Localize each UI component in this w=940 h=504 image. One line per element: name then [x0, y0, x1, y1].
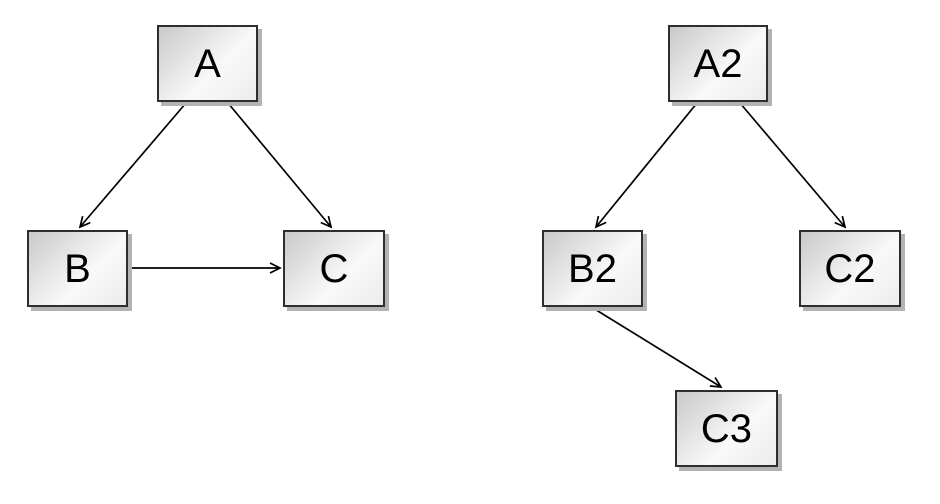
node-label: A2	[693, 41, 743, 86]
node-A2[interactable]: A2	[668, 25, 768, 102]
node-A[interactable]: A	[157, 25, 258, 102]
node-C2[interactable]: C2	[799, 230, 901, 307]
node-label: B	[64, 246, 91, 291]
edge-A-B[interactable]	[78, 102, 187, 229]
node-label: C2	[824, 246, 876, 291]
edge-A-C[interactable]	[227, 102, 333, 229]
node-label: A	[194, 41, 221, 86]
edge-B2-C3[interactable]	[592, 307, 723, 388]
edge-A2-B2[interactable]	[594, 102, 698, 229]
node-C3[interactable]: C3	[675, 390, 778, 467]
node-label: B2	[568, 246, 617, 291]
node-label: C	[319, 246, 349, 291]
node-B2[interactable]: B2	[542, 230, 643, 307]
edge-A2-C2[interactable]	[739, 102, 847, 229]
node-B[interactable]: B	[27, 230, 128, 307]
node-label: C3	[700, 406, 753, 451]
node-C[interactable]: C	[283, 230, 385, 307]
